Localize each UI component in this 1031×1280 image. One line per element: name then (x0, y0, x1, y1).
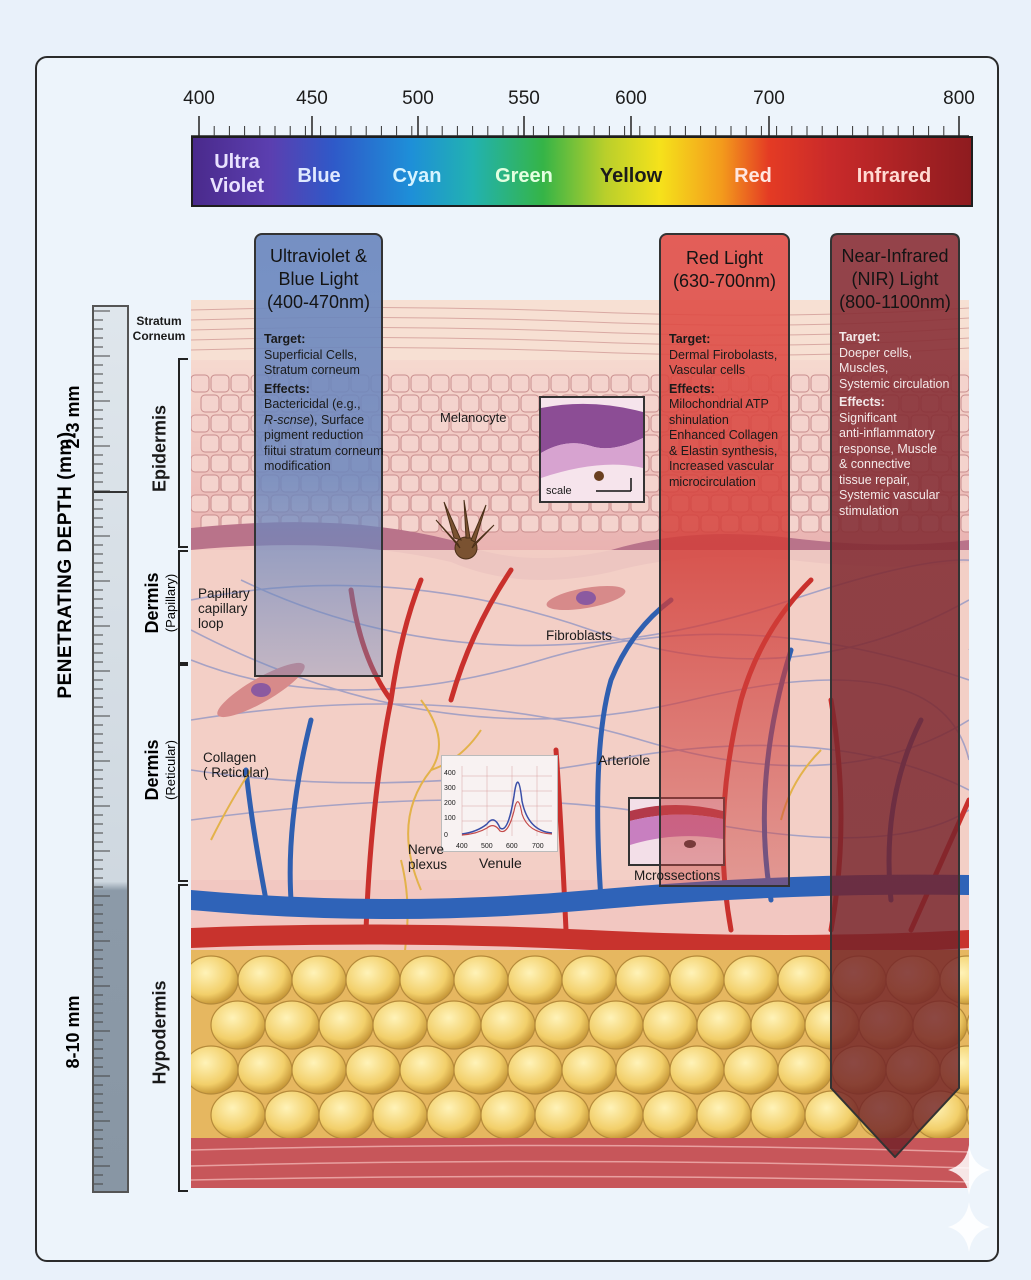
dermis-papillary-title: Dermis (142, 572, 162, 634)
red-light-title: Red Light (630-700nm) (672, 248, 777, 291)
inset-x-tick: 500 (481, 843, 493, 850)
wavelength-tick-600: 600 (615, 88, 647, 109)
sparkle-icon (948, 1145, 990, 1252)
red-light-details: Target: Dermal Firobolasts, Vascular cel… (669, 332, 789, 490)
inset-y-tick: 200 (444, 800, 456, 807)
bracket-epidermis (178, 358, 188, 548)
label-venule: Venule (479, 855, 522, 871)
band-label-yellow: Yellow (599, 165, 663, 187)
layer-label-dermis-papillary: Dermis (Papillary) (142, 548, 178, 658)
red-effects: Milochondrial ATP shinulation Enhanced C… (669, 397, 779, 489)
label-fibroblasts: Fibroblasts (546, 628, 613, 643)
band-label-ultra-violet: Ultra Violet (209, 151, 265, 197)
dermis-reticular-subtitle: (Reticular) (163, 740, 178, 800)
label-collagen: Collagen ( Reticular) (203, 750, 270, 780)
inset-y-tick: 0 (444, 832, 448, 839)
band-label-infrared: Infrared (856, 165, 932, 187)
inset-x-tick: 400 (456, 843, 468, 850)
label-nerve-plexus: Nerve plexus (408, 842, 448, 872)
nir-details: Target: Doeper cells, Muscles, Systemic … (839, 330, 959, 519)
dermis-reticular-title: Dermis (142, 739, 162, 801)
wavelength-tick-400: 400 (183, 88, 215, 109)
label-microsections: Mcrossections (634, 868, 721, 883)
melanocyte-inset: scale (539, 396, 645, 503)
band-label-blue: Blue (297, 165, 341, 187)
melanocyte-inset-illustration (541, 403, 643, 492)
nir-light-box: Near-Infrared (NIR) Light (800-1100nm) T… (830, 233, 960, 1158)
uv-blue-effects-italic: R-scnse (264, 412, 310, 427)
dermis-papillary-subtitle: (Papillary) (163, 573, 178, 633)
uv-blue-effects-part-a: Bactericidal (e.g., (264, 397, 361, 411)
depth-upper-label: 2-3 mm (63, 385, 83, 449)
layer-label-epidermis: Epidermis (149, 404, 170, 493)
inset-y-tick: 300 (444, 785, 456, 792)
scale-label: scale (546, 485, 572, 497)
wavelength-tick-700: 700 (753, 88, 785, 109)
nir-target: Doeper cells, Muscles, Systemic circulat… (839, 345, 950, 391)
red-target-heading: Target: (669, 332, 711, 346)
inset-chart-plot (461, 766, 553, 836)
nir-effects: Significant anti-inflammatory response, … (839, 410, 940, 518)
inset-spectrum-chart: 400 300 200 100 0 400 500 600 700 (441, 755, 558, 852)
nir-title: Near-Infrared (NIR) Light (800-1100nm) (839, 246, 951, 312)
band-label-red: Red (734, 165, 772, 187)
red-light-box: Red Light (630-700nm) Target: Dermal Fir… (659, 233, 790, 887)
wavelength-tick-500: 500 (402, 88, 434, 109)
nir-box-shape (830, 233, 960, 1158)
spectrum-bar (191, 136, 973, 207)
label-melanocyte: Melanocyte (440, 410, 507, 425)
wavelength-tick-450: 450 (296, 88, 328, 109)
layer-label-hypodermis: Hypodermis (149, 980, 170, 1085)
inset-x-tick: 600 (506, 843, 518, 850)
red-effects-heading: Effects: (669, 381, 715, 396)
wavelength-ruler (191, 116, 969, 137)
uv-blue-effects-heading: Effects: (264, 381, 310, 396)
uv-blue-effects-part-b: ), Surface pigment reduction fiitui stra… (264, 412, 384, 474)
uv-blue-light-box: Ultraviolet & Blue Light (400-470nm) Tar… (254, 233, 383, 677)
inset-x-tick: 700 (532, 843, 544, 850)
layer-label-stratum-corneum: Stratum Corneum (132, 314, 186, 343)
depth-ruler (92, 305, 129, 1193)
label-arteriole: Arteriole (598, 752, 651, 768)
inset-y-tick: 400 (444, 770, 456, 777)
nir-target-heading: Target: (839, 330, 881, 344)
wavelength-tick-550: 550 (508, 88, 540, 109)
nir-effects-heading: Effects: (839, 395, 885, 409)
depth-lower-label: 8-10 mm (63, 995, 83, 1069)
band-label-cyan: Cyan (392, 165, 442, 187)
inset-y-tick: 100 (444, 815, 456, 822)
layer-label-dermis-reticular: Dermis (Reticular) (142, 715, 178, 825)
bracket-dermis-reticular (178, 664, 188, 882)
bracket-hypodermis (178, 884, 188, 1192)
bracket-dermis-papillary (178, 550, 188, 664)
uv-blue-details: Target: Superficial Cells, Stratum corne… (264, 332, 384, 475)
uv-blue-title: Ultraviolet & Blue Light (400-470nm) (266, 246, 371, 312)
uv-blue-target-heading: Target: (264, 332, 306, 346)
uv-blue-target: Superficial Cells, Stratum corneum (264, 347, 360, 378)
band-label-green: Green (495, 165, 553, 187)
wavelength-tick-800: 800 (943, 88, 975, 109)
red-target: Dermal Firobolasts, Vascular cells (669, 347, 778, 378)
label-papillary-loop: Papillary capillary loop (198, 586, 250, 631)
